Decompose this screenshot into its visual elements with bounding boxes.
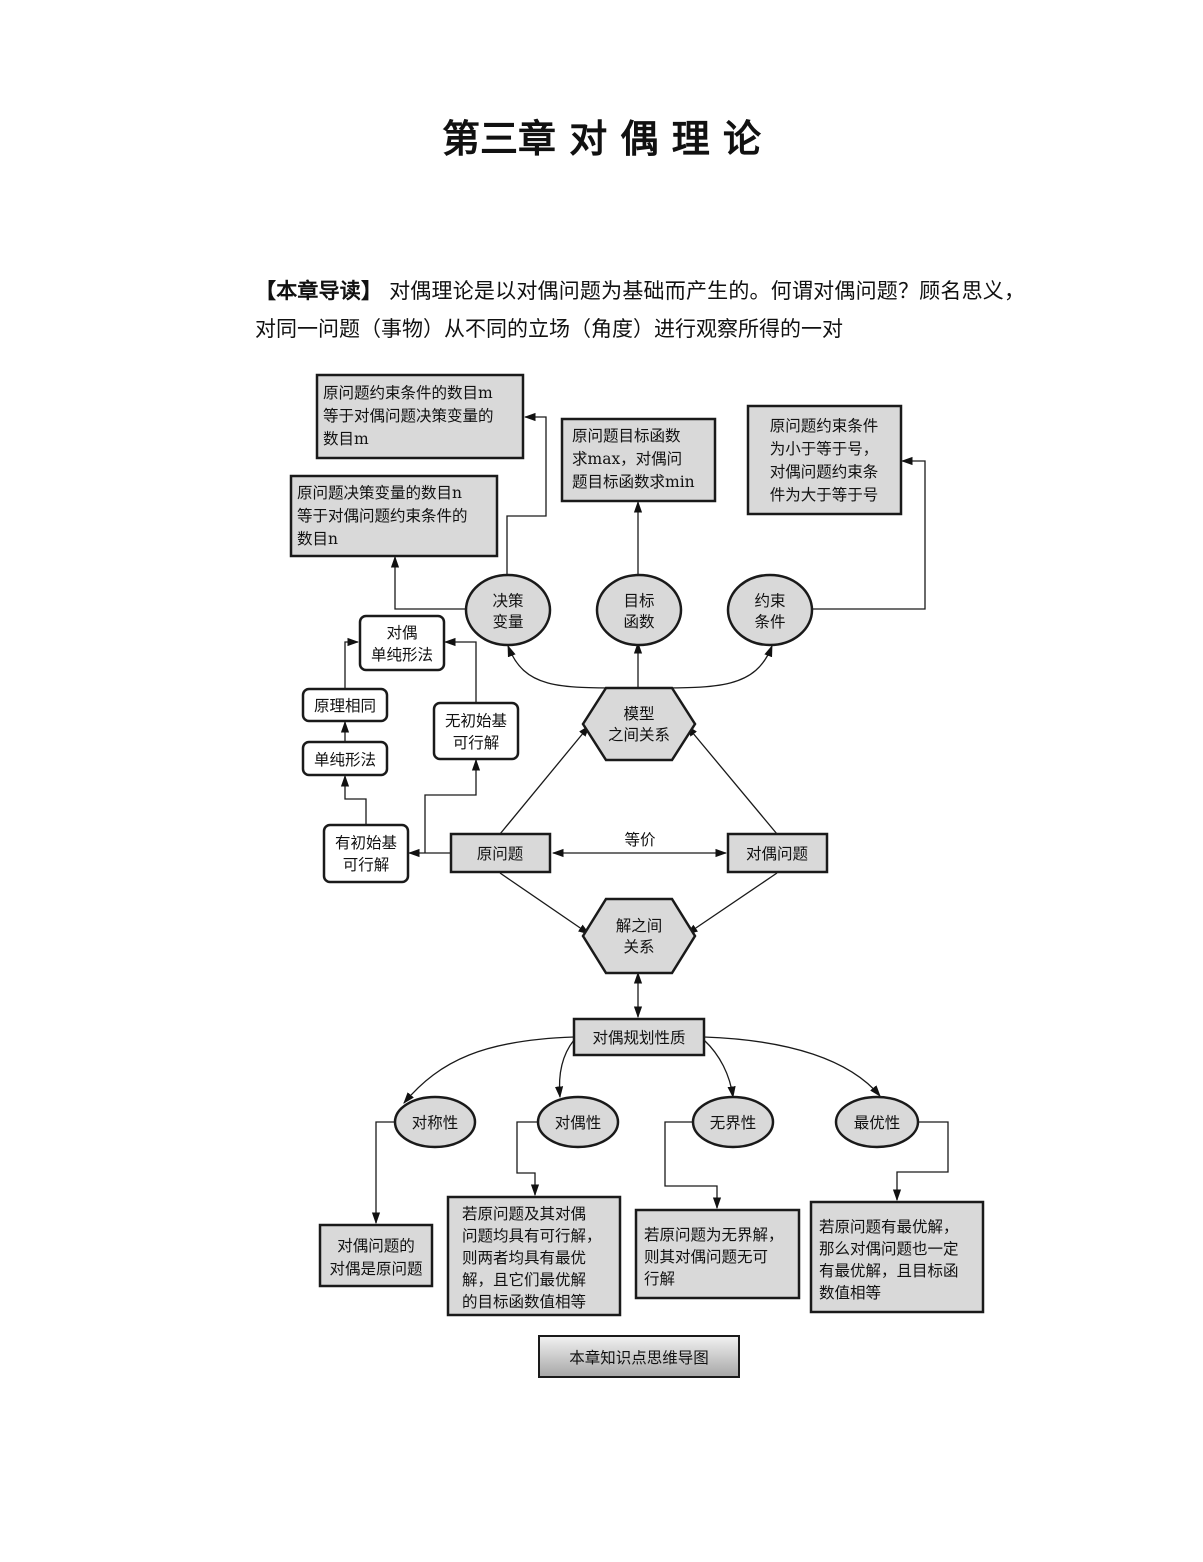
chapter-title: 第三章 对 偶 理 论 — [442, 116, 761, 161]
box-variable-count-line-3: 数目n — [297, 530, 338, 548]
box-optimality-desc-line-3: 有最优解，且目标函 — [819, 1262, 959, 1280]
hex-model-relation-line-2: 之间关系 — [608, 726, 670, 744]
chapter-intro: 【本章导读】 对偶理论是以对偶问题为基础而产生的。何谓对偶问题？顾名思义，对同一… — [255, 272, 1025, 348]
box-constraint-sign-line-1: 原问题约束条件 — [770, 417, 879, 435]
box-unbounded-desc-line-1: 若原问题为无界解， — [644, 1226, 784, 1244]
box-variable-count-line-2: 等于对偶问题约束条件的 — [297, 507, 468, 525]
box-no-initial-feasible: 无初始基 可行解 — [432, 701, 520, 761]
figure-caption: 本章知识点思维导图 — [538, 1335, 740, 1378]
box-dual-simplex-line-2: 单纯形法 — [371, 646, 433, 664]
ellipse-duality-label: 对偶性 — [555, 1114, 602, 1132]
box-has-initial-feasible: 有初始基 可行解 — [322, 823, 410, 884]
ellipse-constraint: 约束 条件 — [726, 573, 814, 647]
box-symmetry-desc: 对偶问题的 对偶是原问题 — [318, 1223, 434, 1288]
box-constraint-sign-line-2: 为小于等于号， — [770, 440, 879, 458]
box-objective-direction: 原问题目标函数 求max，对偶问 题目标函数求min — [560, 417, 717, 503]
ellipse-constraint-line-2: 条件 — [754, 613, 785, 631]
ellipse-duality: 对偶性 — [536, 1095, 620, 1149]
box-no-initial-feasible-line-2: 可行解 — [453, 734, 500, 752]
hex-solution-relation: 解之间 关系 — [581, 897, 697, 975]
box-constraint-count-line-3: 数目m — [323, 430, 369, 448]
box-simplex-label: 单纯形法 — [314, 751, 376, 769]
ellipse-decision-variable: 决策 变量 — [464, 573, 552, 647]
box-optimality-desc-line-1: 若原问题有最优解， — [819, 1218, 959, 1236]
box-optimality-desc-line-2: 那么对偶问题也一定 — [819, 1240, 959, 1258]
box-objective-direction-line-1: 原问题目标函数 — [572, 427, 681, 445]
box-no-initial-feasible-line-1: 无初始基 — [445, 712, 507, 730]
connectors — [340, 412, 949, 1225]
box-objective-direction-line-3: 题目标函数求min — [572, 473, 695, 491]
intro-label: 【本章导读】 — [255, 279, 383, 303]
ellipse-unboundedness-label: 无界性 — [710, 1114, 757, 1132]
ellipse-optimality: 最优性 — [834, 1095, 920, 1149]
box-unbounded-desc-line-2: 则其对偶问题无可 — [644, 1248, 768, 1266]
box-dual-simplex: 对偶 单纯形法 — [358, 614, 446, 672]
intro-text: 对偶理论是以对偶问题为基础而产生的。何谓对偶问题？顾名思义，对同一问题（事物）从… — [255, 279, 1025, 341]
ellipse-decision-variable-line-1: 决策 — [492, 592, 523, 610]
box-symmetry-desc-line-2: 对偶是原问题 — [329, 1260, 422, 1278]
ellipse-symmetry-label: 对称性 — [412, 1114, 459, 1132]
box-simplex: 单纯形法 — [301, 740, 389, 777]
box-duality-desc-line-5: 的目标函数值相等 — [462, 1293, 586, 1311]
box-dual-properties-label: 对偶规划性质 — [592, 1029, 685, 1047]
box-optimality-desc-line-4: 数值相等 — [819, 1284, 881, 1302]
box-same-principle: 原理相同 — [301, 687, 389, 723]
box-dual-label: 对偶问题 — [746, 845, 808, 863]
box-constraint-count-line-1: 原问题约束条件的数目m — [323, 384, 493, 402]
box-unbounded-desc-line-3: 行解 — [644, 1270, 675, 1288]
box-duality-desc-line-3: 则两者均具有最优 — [462, 1249, 586, 1267]
hex-model-relation-line-1: 模型 — [623, 705, 654, 723]
box-same-principle-label: 原理相同 — [314, 697, 376, 715]
figure-caption-label: 本章知识点思维导图 — [569, 1349, 709, 1367]
ellipse-objective-function: 目标 函数 — [595, 573, 683, 647]
equivalence-label: 等价 — [624, 831, 656, 849]
box-optimality-desc: 若原问题有最优解， 那么对偶问题也一定 有最优解，且目标函 数值相等 — [809, 1200, 985, 1314]
box-duality-desc-line-2: 问题均具有可行解， — [462, 1227, 602, 1245]
box-dual-properties: 对偶规划性质 — [572, 1017, 706, 1057]
box-constraint-count: 原问题约束条件的数目m 等于对偶问题决策变量的 数目m — [315, 373, 525, 460]
box-constraint-sign-line-4: 件为大于等于号 — [770, 486, 879, 504]
box-variable-count: 原问题决策变量的数目n 等于对偶问题约束条件的 数目n — [289, 474, 499, 558]
box-constraint-sign-line-3: 对偶问题约束条 — [770, 463, 879, 481]
ellipse-unboundedness: 无界性 — [691, 1095, 775, 1149]
box-primal-label: 原问题 — [477, 845, 524, 863]
hex-solution-relation-line-1: 解之间 — [616, 917, 663, 935]
box-constraint-sign: 原问题约束条件 为小于等于号， 对偶问题约束条 件为大于等于号 — [746, 404, 903, 516]
box-duality-desc: 若原问题及其对偶 问题均具有可行解， 则两者均具有最优 解，且它们最优解 的目标… — [446, 1195, 622, 1317]
hex-solution-relation-line-2: 关系 — [623, 938, 654, 956]
box-dual: 对偶问题 — [726, 832, 829, 874]
box-primal: 原问题 — [449, 832, 552, 874]
box-variable-count-line-1: 原问题决策变量的数目n — [297, 484, 462, 502]
ellipse-decision-variable-line-2: 变量 — [492, 613, 523, 631]
ellipse-objective-function-line-1: 目标 — [623, 592, 654, 610]
hex-model-relation: 模型 之间关系 — [581, 686, 697, 762]
box-duality-desc-line-4: 解，且它们最优解 — [462, 1271, 586, 1289]
box-unbounded-desc: 若原问题为无界解， 则其对偶问题无可 行解 — [634, 1208, 801, 1300]
ellipse-objective-function-line-2: 函数 — [623, 613, 655, 631]
box-symmetry-desc-line-1: 对偶问题的 — [337, 1237, 415, 1255]
ellipse-optimality-label: 最优性 — [854, 1114, 901, 1132]
ellipse-symmetry: 对称性 — [393, 1095, 477, 1149]
box-objective-direction-line-2: 求max，对偶问 — [572, 450, 682, 468]
box-constraint-count-line-2: 等于对偶问题决策变量的 — [323, 407, 494, 425]
box-duality-desc-line-1: 若原问题及其对偶 — [462, 1205, 586, 1223]
box-dual-simplex-line-1: 对偶 — [386, 624, 417, 642]
box-has-initial-feasible-line-1: 有初始基 — [335, 834, 397, 852]
box-has-initial-feasible-line-2: 可行解 — [343, 856, 390, 874]
ellipse-constraint-line-1: 约束 — [754, 592, 785, 610]
